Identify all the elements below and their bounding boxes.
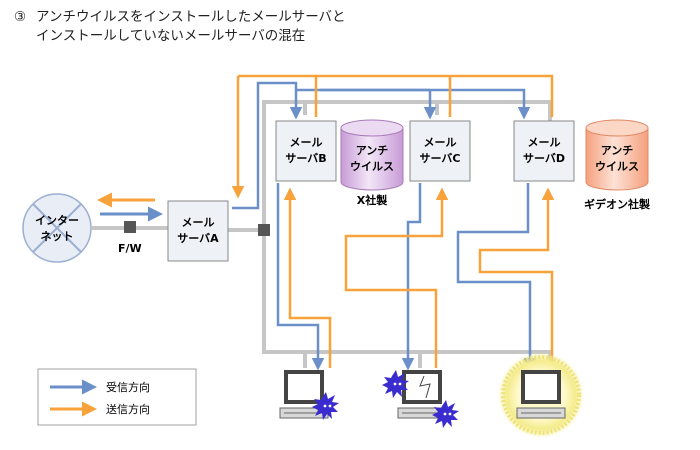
internet-label-1: インター [35, 214, 79, 227]
title-text-1: アンチウイルスをインストールしたメールサーバと [36, 9, 346, 25]
antivirus-gideon-label-1: アンチ [601, 144, 634, 157]
server-d-label-2: サーバD [523, 152, 565, 165]
mail-server-b: メール サーバB [275, 120, 337, 182]
internet-node: インター ネット [22, 193, 92, 263]
client-pc-3 [516, 370, 566, 419]
cracked-screen-icon [419, 375, 431, 399]
server-c-label-1: メール [424, 136, 457, 149]
antivirus-x-label-1: アンチ [356, 144, 389, 157]
hub-node [258, 224, 270, 236]
server-a-label-1: メール [182, 216, 215, 229]
receive-routes [232, 81, 537, 371]
virus-icon [382, 370, 409, 398]
antivirus-gideon: アンチ ウイルス ギデオン社製 [584, 119, 651, 211]
title-number: ③ [14, 9, 27, 25]
internet-cross-line [32, 203, 82, 253]
send-routes [231, 74, 555, 368]
legend-receive-label: 受信方向 [106, 380, 150, 394]
client-pc-1 [279, 370, 329, 419]
antivirus-gideon-vendor: ギデオン社製 [584, 197, 651, 211]
antivirus-x: アンチ ウイルス X社製 [340, 119, 404, 207]
title-line-1: ③ アンチウイルスをインストールしたメールサーバと [14, 8, 654, 27]
legend-send-label: 送信方向 [106, 402, 150, 416]
internet-label-2: ネット [41, 230, 74, 243]
antivirus-x-vendor: X社製 [357, 193, 388, 207]
antivirus-x-label-2: ウイルス [350, 160, 394, 173]
virus-icon [432, 400, 459, 428]
safe-pc-highlight-ring [501, 355, 581, 435]
server-c-label-2: サーバC [420, 152, 461, 165]
diagram-title: ③ アンチウイルスをインストールしたメールサーバと インストールしていないメールサ… [14, 8, 654, 46]
legend: 受信方向 送信方向 [37, 368, 197, 426]
title-line-2: インストールしていないメールサーバの混在 [14, 27, 654, 46]
mail-server-a: メール サーバA [167, 200, 229, 262]
firewall-node [124, 221, 136, 233]
server-a-label-2: サーバA [177, 232, 219, 245]
mail-server-c: メール サーバC [409, 120, 471, 182]
server-b-label-2: サーバB [285, 152, 326, 165]
virus-icon [312, 392, 339, 420]
mail-server-d: メール サーバD [513, 120, 575, 182]
server-b-label-1: メール [290, 136, 323, 149]
server-d-label-1: メール [528, 136, 561, 149]
firewall-label: F/W [118, 242, 142, 255]
antivirus-gideon-label-2: ウイルス [595, 160, 639, 173]
title-text-2: インストールしていないメールサーバの混在 [36, 28, 306, 44]
